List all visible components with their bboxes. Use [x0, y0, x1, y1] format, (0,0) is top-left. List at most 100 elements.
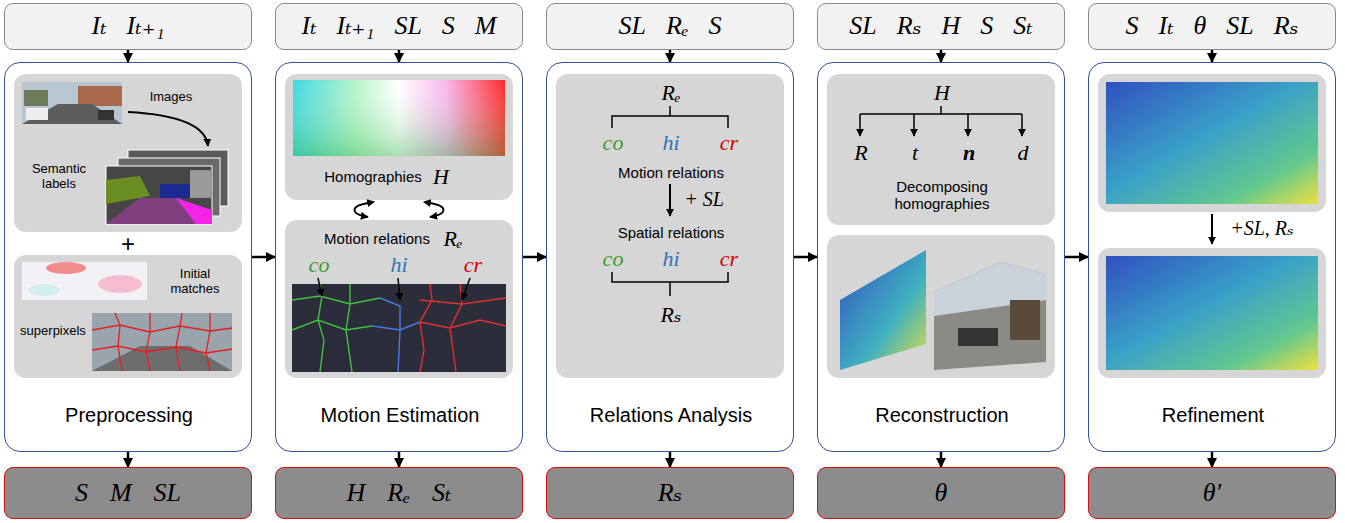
- panel-label: Rₑ: [443, 227, 462, 251]
- output-box: SMSL: [4, 467, 252, 519]
- stage-panel: Relations AnalysisRₑcohicrMotion relatio…: [546, 62, 794, 452]
- figure-shape: [14, 74, 242, 378]
- variable-label: Iₜ: [92, 12, 107, 41]
- flow-arrow: [398, 50, 401, 62]
- figure-shape: [24, 90, 48, 106]
- flow-arrow: [252, 256, 275, 259]
- panel-label: hi: [662, 247, 679, 271]
- panel-label: cr: [464, 253, 482, 277]
- figure-shape: [1098, 74, 1326, 378]
- figure-shape: [462, 278, 470, 300]
- panel-label: Spatial relations: [618, 225, 725, 242]
- panel-label: Initial matches: [155, 267, 235, 297]
- figure-shape: [14, 255, 242, 378]
- variable-label: Iₜ: [301, 12, 316, 41]
- flow-arrow: [669, 50, 672, 62]
- panel-label: hi: [390, 253, 407, 277]
- panel-label: R: [854, 141, 867, 165]
- figure-shape: [669, 184, 671, 216]
- variable-label: SL: [394, 12, 421, 41]
- input-box: SIₜθSLRₛ: [1088, 3, 1336, 50]
- figure-shape: [1098, 74, 1326, 212]
- figure-shape: [1021, 114, 1023, 136]
- inner-panel: ImagesSemantic labels: [15, 75, 243, 233]
- panel-label: d: [1018, 141, 1029, 165]
- variable-label: Rₛ: [1274, 12, 1299, 41]
- variable-label: Rₛ: [897, 12, 922, 41]
- variable-label: M: [110, 479, 132, 508]
- figure-shape: [1106, 256, 1318, 370]
- stage-panel: Refinement: [1088, 62, 1336, 452]
- panel-label: Motion relations: [324, 231, 430, 248]
- stage-panel: ReconstructionHRtndDecomposing homograph…: [817, 62, 1065, 452]
- panel-label: Semantic labels: [19, 162, 99, 192]
- variable-label: Iₜ: [1159, 12, 1174, 41]
- figure-shape: [22, 82, 122, 124]
- variable-label: Rₑ: [387, 479, 410, 508]
- flow-arrow: [523, 256, 546, 259]
- figure-shape: [176, 198, 212, 224]
- figure-shape: [859, 114, 861, 136]
- input-box: IₜIₜ₊₁SLSM: [275, 3, 523, 50]
- figure-shape: [827, 74, 1055, 225]
- panel-label: n: [963, 141, 975, 165]
- variable-label: Sₜ: [432, 479, 451, 508]
- variable-label: H: [941, 12, 960, 41]
- figure-shape: [78, 86, 122, 106]
- flow-arrow: [1211, 452, 1214, 467]
- figure-shape: [355, 203, 369, 217]
- flow-arrow: [794, 256, 817, 259]
- figure-shape: [22, 104, 122, 124]
- stage-title: Reconstruction: [875, 404, 1008, 426]
- variable-label: S: [442, 12, 455, 41]
- panel-label: superpixels: [20, 324, 86, 338]
- stage-title: Refinement: [1162, 404, 1264, 426]
- panel-label: Images: [150, 90, 193, 104]
- figure-shape: [46, 262, 86, 274]
- variable-label: S: [1126, 12, 1139, 41]
- panel-label: co: [309, 253, 330, 277]
- figure-shape: [913, 114, 915, 136]
- flow-arrow: [669, 452, 672, 467]
- flow-arrow: [398, 452, 401, 467]
- figure-shape: [14, 74, 242, 232]
- output-box: Rₛ: [546, 467, 794, 519]
- flow-arrow: [940, 452, 943, 467]
- variable-label: θ: [935, 479, 948, 508]
- panel-label: co: [603, 247, 624, 271]
- variable-label: H: [347, 479, 366, 508]
- panel-label: H: [433, 165, 449, 189]
- figure-shape: [92, 313, 232, 371]
- annotation-label: +SL, Rₛ: [1230, 217, 1294, 239]
- panel-label: Decomposing homographies: [872, 178, 1012, 213]
- panel-label: Homographies: [324, 169, 422, 186]
- output-box: H Rₑ Sₜ: [275, 467, 523, 519]
- figure-shape: [958, 328, 998, 346]
- figure-shape: [556, 74, 784, 378]
- panel-label: hi: [662, 131, 679, 155]
- stage-panel: Motion Estimation Homographies H Motion rel…: [275, 62, 523, 452]
- figure-shape: [190, 170, 212, 198]
- figure-shape: [285, 74, 513, 200]
- flow-arrow: [940, 50, 943, 62]
- panel-label: Rₛ: [661, 303, 682, 327]
- figure-shape: [285, 220, 513, 378]
- figure-shape: [292, 284, 380, 372]
- variable-label: Iₜ₊₁: [127, 12, 165, 41]
- variable-label: M: [475, 12, 497, 41]
- figure-shape: [398, 278, 400, 300]
- figure-shape: [293, 80, 505, 156]
- figure-shape: [98, 110, 114, 120]
- stage-title: Motion Estimation: [321, 404, 480, 426]
- panel-label: cr: [720, 131, 738, 155]
- figure-shape: [1106, 82, 1318, 204]
- figure-shape: [106, 198, 212, 224]
- variable-label: θ′: [1203, 479, 1221, 508]
- figure-shape: [293, 80, 505, 156]
- output-box: θ: [817, 467, 1065, 519]
- figure-shape: [318, 278, 322, 296]
- figure-shape: [860, 106, 1022, 114]
- variable-label: SL: [1226, 12, 1253, 41]
- variable-label: SL: [154, 479, 181, 508]
- panel-label: co: [603, 131, 624, 155]
